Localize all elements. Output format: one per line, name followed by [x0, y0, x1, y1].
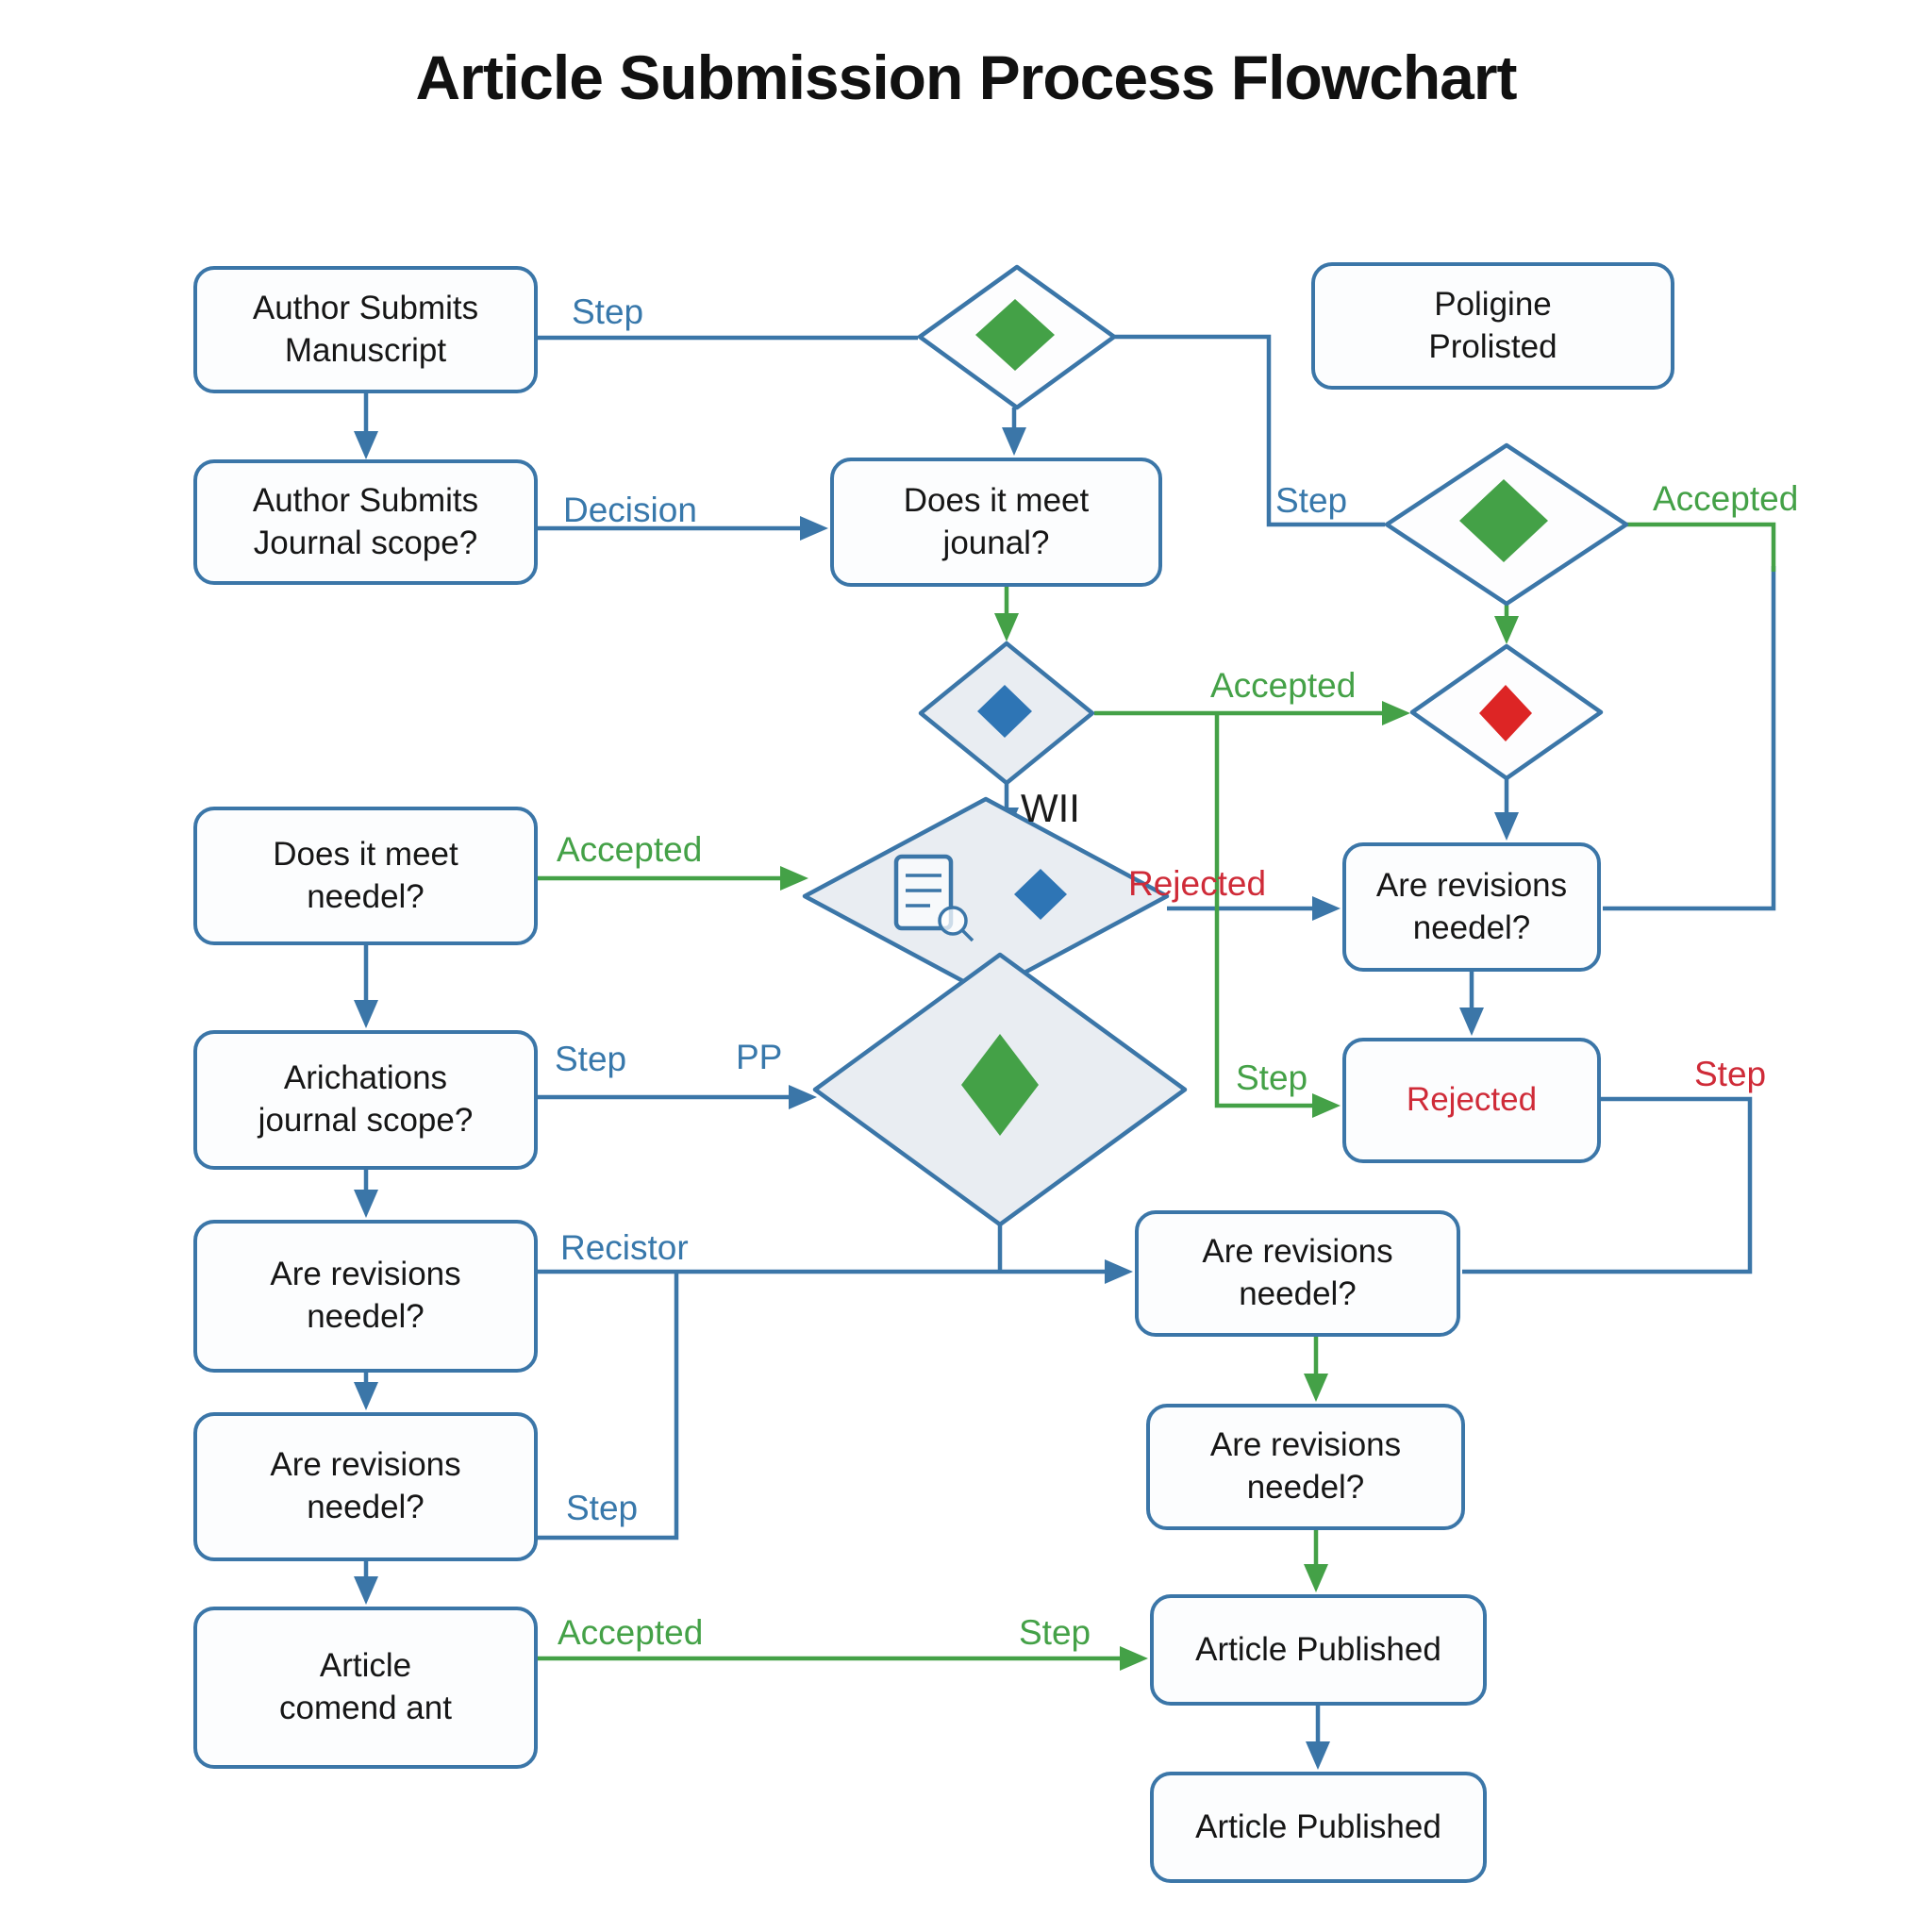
- edge-label-step-red: Step: [1694, 1055, 1767, 1093]
- edge-label-step-ap: Step: [1019, 1613, 1091, 1652]
- diamond-icon-green-1: [975, 299, 1055, 371]
- edge-label-rejected: Rejected: [1128, 864, 1267, 903]
- edge-label-step-mid: Step: [1275, 481, 1348, 520]
- edge-label-accepted-mid: Accepted: [1210, 666, 1357, 705]
- edge-label-decision: Decision: [563, 491, 697, 529]
- edge-label-accepted-b7: Accepted: [558, 1613, 704, 1652]
- diamond-icon-green-5: [961, 1034, 1039, 1136]
- node-author-submits-journal-scope: Author Submits Journal scope?: [193, 459, 538, 585]
- node-are-revisions-needel-left-2: Are revisions needel?: [193, 1412, 538, 1561]
- page-title: Article Submission Process Flowchart: [415, 42, 1517, 112]
- edge-label-recistor: Recistor: [560, 1228, 689, 1267]
- diamond-icon-red-6: [1479, 685, 1532, 741]
- decision-diamond-4: [802, 796, 1170, 996]
- arrow-step-branch-to-rejected: [1214, 715, 1341, 1118]
- node-article-published-2: Article Published: [1150, 1772, 1487, 1883]
- line-diamond1-to-diamond2: [1114, 334, 1385, 527]
- document-icon-lines: [906, 874, 941, 908]
- line-diamond2-accepted-right: [1626, 522, 1776, 572]
- diamond-icon-green-2: [1459, 479, 1548, 562]
- edge-label-step-b6: Step: [566, 1489, 639, 1527]
- node-arichations-journal-scope: Arichations journal scope?: [193, 1030, 538, 1170]
- edge-label-step-green: Step: [1236, 1058, 1308, 1097]
- line-tallright-to-arerevisions-right1: [1603, 566, 1776, 911]
- node-are-revisions-needel-right-3: Are revisions needel?: [1146, 1404, 1465, 1530]
- node-does-it-meet-jounal: Does it meet jounal?: [830, 458, 1162, 587]
- node-does-it-meet-needel: Does it meet needel?: [193, 807, 538, 945]
- node-are-revisions-needel-right-1: Are revisions needel?: [1342, 842, 1601, 972]
- node-are-revisions-needel-left-1: Are revisions needel?: [193, 1220, 538, 1373]
- line-b6-step-loop: [538, 1274, 679, 1541]
- edge-label-step-b4: Step: [555, 1040, 627, 1078]
- line-rejected-loop-to-arerevisions-right2: [1462, 1096, 1753, 1274]
- node-are-revisions-needel-right-2: Are revisions needel?: [1135, 1210, 1460, 1337]
- magnifier-icon-handle: [960, 928, 974, 942]
- magnifier-icon: [938, 906, 968, 936]
- diamond-icon-blue-4: [1014, 869, 1067, 920]
- edge-label-accepted-top: Accepted: [1653, 479, 1799, 518]
- node-author-submits-manuscript: Author Submits Manuscript: [193, 266, 538, 393]
- edge-label-accepted-b3: Accepted: [557, 830, 703, 869]
- edge-label-wii: WII: [1021, 786, 1080, 830]
- edge-label-pp: PP: [736, 1038, 783, 1076]
- diamond-icon-blue-3: [977, 685, 1032, 738]
- node-rejected: Rejected: [1342, 1038, 1601, 1163]
- node-article-published-1: Article Published: [1150, 1594, 1487, 1706]
- edge-label-step-b1: Step: [572, 292, 644, 331]
- node-poligine-prolisted: Poligine Prolisted: [1311, 262, 1674, 390]
- node-article-comend-ant: Article comend ant: [193, 1607, 538, 1769]
